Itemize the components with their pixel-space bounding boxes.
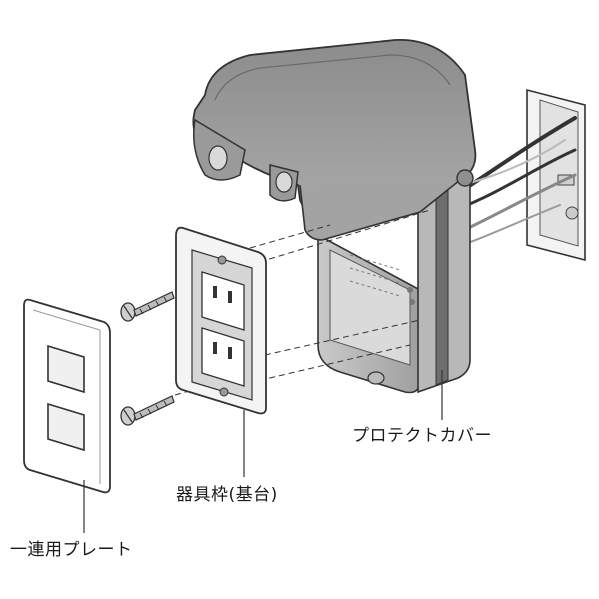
protect-cover [192,39,477,394]
label-device-frame: 器具枠(基台) [176,485,278,505]
label-plate: 一連用プレート [10,540,133,560]
screw-upper [120,291,175,322]
hinge-pegs [193,118,299,202]
leader-lines [83,370,443,533]
screws [120,291,175,426]
screw-lower [120,395,175,426]
device-frame [175,226,267,415]
plate [23,298,111,494]
label-protect-cover: プロテクトカバー [352,426,492,446]
